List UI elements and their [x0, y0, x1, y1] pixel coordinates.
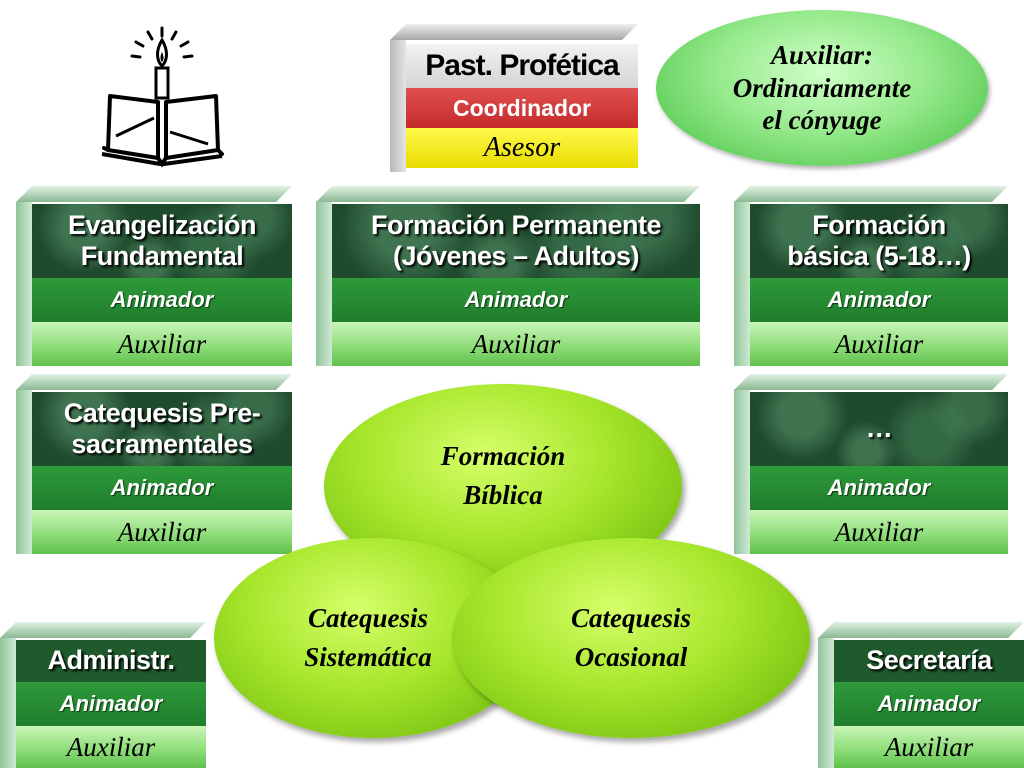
area-title: Administr.: [16, 640, 206, 682]
animador-label: Animador: [332, 278, 700, 322]
area-block-side: [16, 202, 32, 366]
animador-label: Animador: [750, 466, 1008, 510]
area-title: Catequesis Pre- sacramentales: [32, 392, 292, 466]
coordinator-block-face: Past. Profética Coordinador Asesor: [406, 44, 638, 172]
asesor-role: Asesor: [406, 128, 638, 168]
bubble-right-line-1: Catequesis: [570, 602, 691, 633]
animador-label: Animador: [32, 466, 292, 510]
area-title-line-1: Secretaría: [866, 645, 992, 676]
area-block-face: Administr. Animador Auxiliar: [16, 640, 206, 768]
area-block-top: [734, 186, 1008, 202]
area-title-line-1: Catequesis Pre-: [63, 397, 261, 428]
area-title: Formación básica (5-18…): [750, 204, 1008, 278]
auxiliar-label: Auxiliar: [750, 322, 1008, 366]
bubble-left-line-1: Catequesis: [307, 602, 428, 633]
area-block-top: [0, 622, 206, 638]
note-line-1: Auxiliar:: [770, 40, 874, 71]
area-block-side: [316, 202, 332, 366]
area-block-evangelizacion: Evangelización Fundamental Animador Auxi…: [16, 186, 292, 366]
area-block-other: … Animador Auxiliar: [734, 374, 1008, 554]
area-title-line-2: (Jóvenes – Adultos): [392, 241, 640, 271]
animador-label: Animador: [834, 682, 1024, 726]
area-block-secretaria: Secretaría Animador Auxiliar: [818, 622, 1024, 768]
area-block-side: [818, 638, 834, 768]
area-title-line-1: Formación: [812, 209, 946, 240]
bubble-top-line-1: Formación: [440, 440, 566, 471]
area-block-side: [734, 202, 750, 366]
area-block-formacion-basica: Formación básica (5-18…) Animador Auxili…: [734, 186, 1008, 366]
animador-label: Animador: [750, 278, 1008, 322]
area-title-line-1: …: [865, 413, 893, 444]
coordinator-title: Past. Profética: [406, 44, 638, 88]
auxiliar-label: Auxiliar: [32, 510, 292, 554]
area-block-side: [16, 390, 32, 554]
area-title-line-2: básica (5-18…): [787, 241, 971, 271]
area-title-line-1: Evangelización: [67, 209, 257, 240]
open-bible-with-candle-icon: [101, 26, 224, 168]
auxiliar-label: Auxiliar: [750, 510, 1008, 554]
note-line-3: el cónyuge: [762, 105, 882, 136]
auxiliar-label: Auxiliar: [834, 726, 1024, 768]
area-block-top: [316, 186, 700, 202]
animador-label: Animador: [32, 278, 292, 322]
area-block-face: … Animador Auxiliar: [750, 392, 1008, 554]
area-block-catequesis-presacramentales: Catequesis Pre- sacramentales Animador A…: [16, 374, 292, 554]
area-title: Evangelización Fundamental: [32, 204, 292, 278]
area-block-face: Secretaría Animador Auxiliar: [834, 640, 1024, 768]
area-title-line-2: Fundamental: [80, 241, 244, 271]
area-block-top: [734, 374, 1008, 390]
bubble-left-line-2: Sistemática: [304, 642, 432, 672]
note-line-2: Ordinariamente: [732, 72, 912, 103]
area-title-line-1: Formación Permanente: [370, 209, 662, 240]
area-block-side: [734, 390, 750, 554]
catequesis-ocasional-bubble: Catequesis Ocasional: [452, 538, 810, 738]
bubble-right-line-2: Ocasional: [574, 642, 688, 672]
coordinator-role: Coordinador: [406, 88, 638, 128]
bubble-top-line-2: Bíblica: [463, 480, 543, 510]
area-title: Formación Permanente (Jóvenes – Adultos): [332, 204, 700, 278]
auxiliar-label: Auxiliar: [332, 322, 700, 366]
auxiliar-label: Auxiliar: [16, 726, 206, 768]
area-block-face: Formación Permanente (Jóvenes – Adultos)…: [332, 204, 700, 366]
area-block-side: [0, 638, 16, 768]
area-block-face: Evangelización Fundamental Animador Auxi…: [32, 204, 292, 366]
auxiliar-note-ellipse: Auxiliar: Ordinariamente el cónyuge: [656, 10, 988, 166]
animador-label: Animador: [16, 682, 206, 726]
area-block-formacion-permanente: Formación Permanente (Jóvenes – Adultos)…: [316, 186, 700, 366]
area-block-top: [818, 622, 1024, 638]
area-title: Secretaría: [834, 640, 1024, 682]
area-block-top: [16, 374, 292, 390]
area-title-line-2: sacramentales: [71, 429, 253, 459]
area-title-line-1: Administr.: [47, 645, 175, 676]
coordinator-block: Past. Profética Coordinador Asesor: [390, 24, 638, 172]
area-block-face: Formación básica (5-18…) Animador Auxili…: [750, 204, 1008, 366]
area-title: …: [750, 392, 1008, 466]
coordinator-block-top: [390, 24, 638, 40]
auxiliar-label: Auxiliar: [32, 322, 292, 366]
area-block-top: [16, 186, 292, 202]
area-block-face: Catequesis Pre- sacramentales Animador A…: [32, 392, 292, 554]
coordinator-block-side: [390, 40, 406, 172]
area-block-administracion: Administr. Animador Auxiliar: [0, 622, 206, 768]
